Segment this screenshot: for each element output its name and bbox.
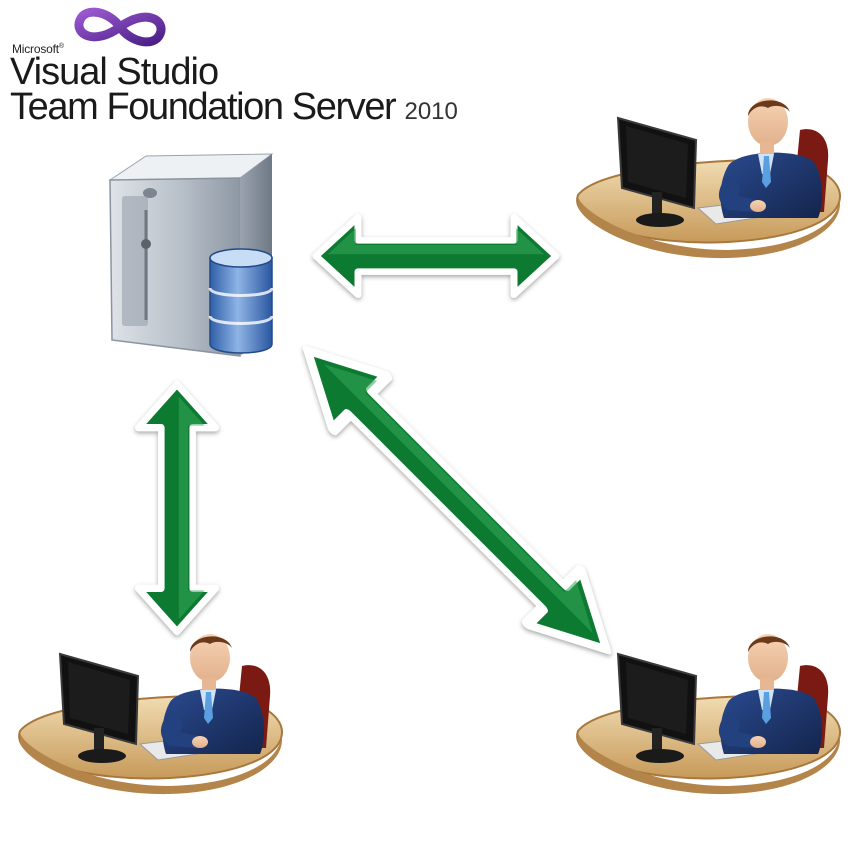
sync-arrow-left xyxy=(138,384,215,631)
database-icon xyxy=(208,248,274,354)
user-at-workstation-icon xyxy=(576,633,841,796)
registered-mark: ® xyxy=(58,43,64,50)
infinity-logo-icon xyxy=(74,7,166,47)
client-workstation-bottom-right xyxy=(576,633,841,796)
user-at-workstation-icon xyxy=(18,633,283,796)
product-year: 2010 xyxy=(404,98,458,125)
vendor-name: Microsoft xyxy=(12,42,59,56)
sync-arrow-diagonal xyxy=(280,323,633,676)
product-name: Visual Studio xyxy=(10,51,219,93)
vs-tfs-logo: Microsoft® Visual Studio Team Foundation… xyxy=(10,4,470,134)
sync-arrow-top xyxy=(316,217,556,294)
client-workstation-bottom-left xyxy=(18,633,283,796)
suite-name: Team Foundation Server xyxy=(10,86,397,128)
client-workstation-top-right xyxy=(576,97,841,260)
user-at-workstation-icon xyxy=(576,97,841,260)
server-with-database-icon xyxy=(108,153,274,357)
